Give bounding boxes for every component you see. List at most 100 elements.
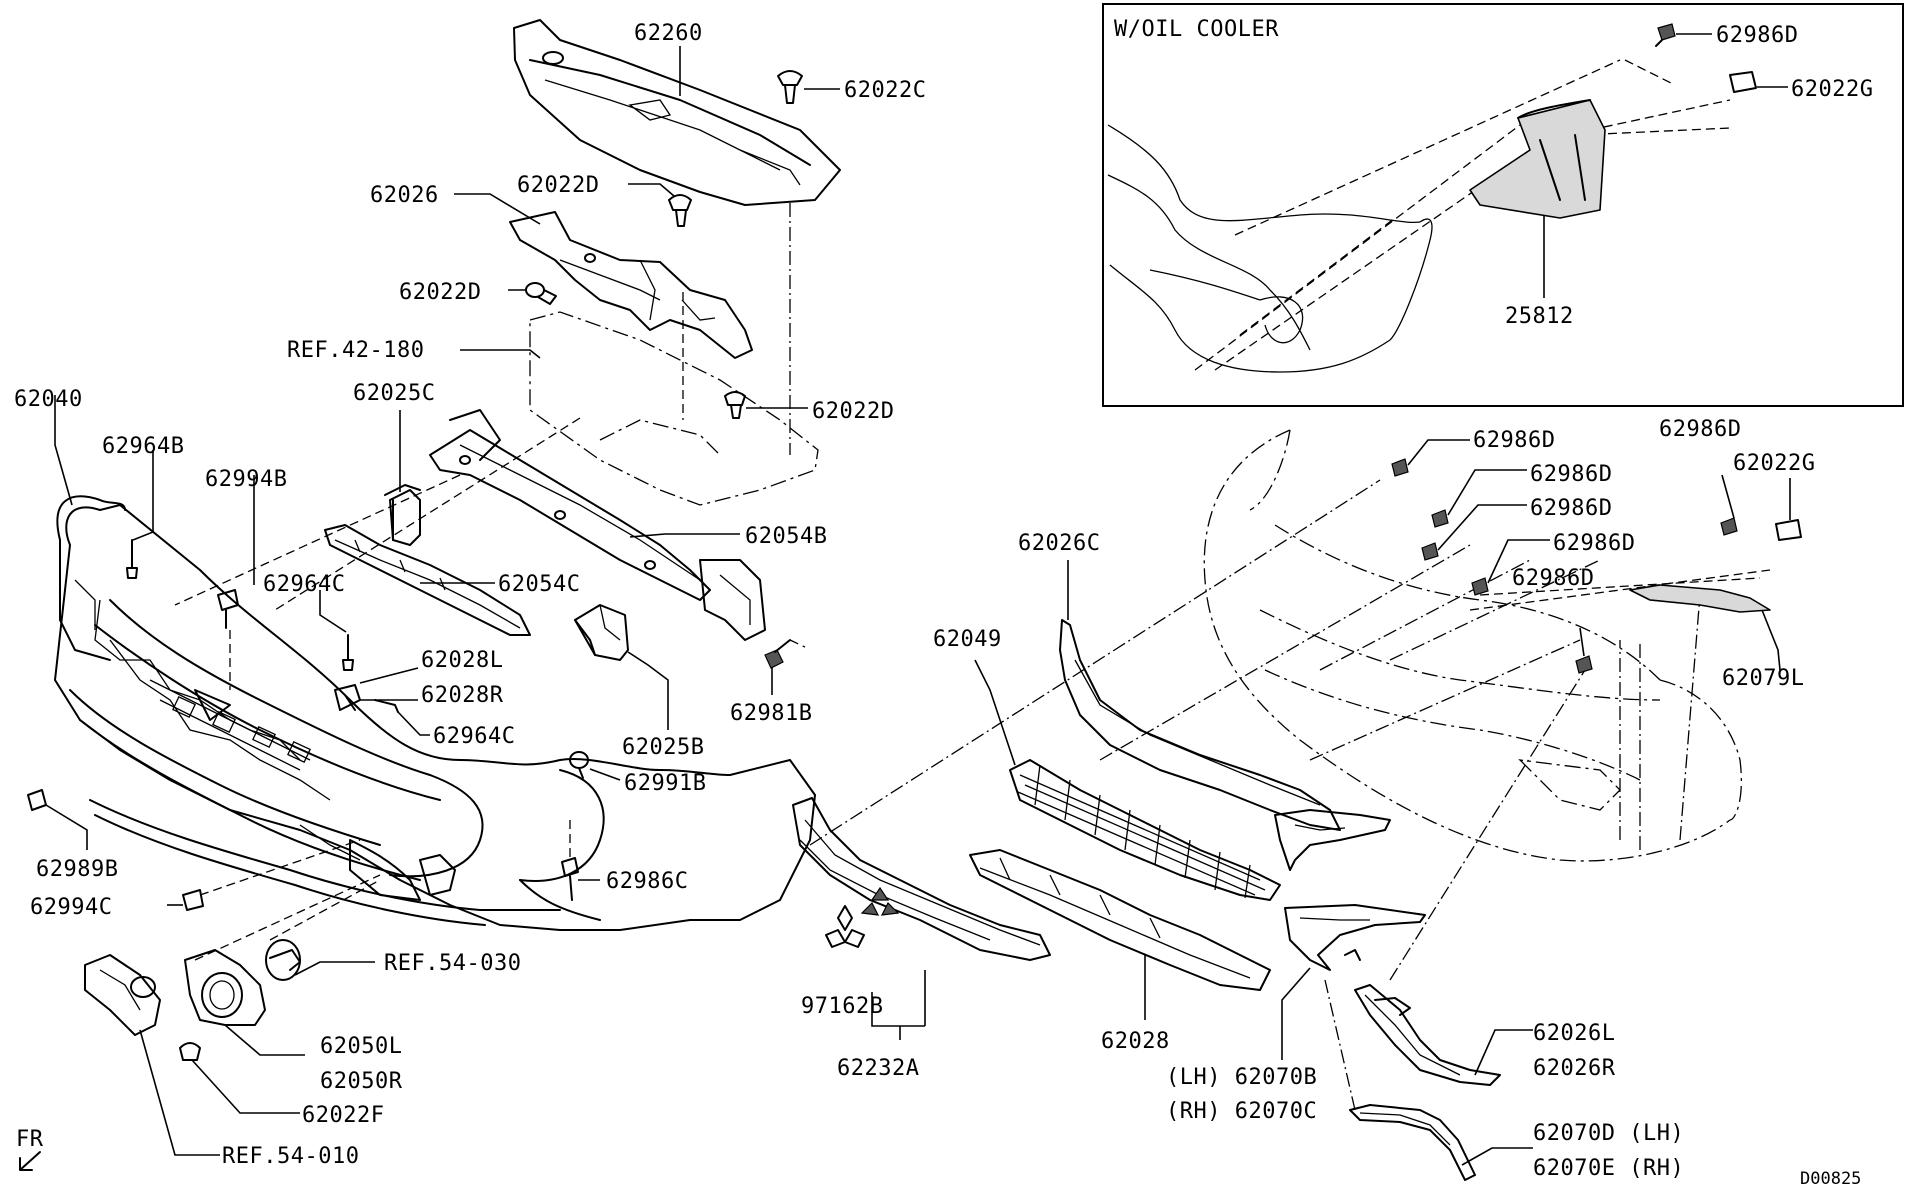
stud-62964C-b <box>374 699 399 713</box>
molding-end-bracket <box>1274 809 1391 871</box>
label-62028: 62028 <box>1101 1029 1170 1054</box>
bolt-62994C <box>182 889 204 911</box>
label-62054B: 62054B <box>745 524 827 549</box>
screw-62986C <box>561 857 579 901</box>
molding-62026C <box>1059 619 1341 831</box>
label-62232A: 62232A <box>837 1056 919 1081</box>
label-62026R: 62026R <box>1533 1056 1616 1081</box>
label-62986D-6: 62986D <box>1659 417 1741 442</box>
label-62022C: 62022C <box>844 78 926 103</box>
oil-cooler-inset: W/OIL COOLER 62986D 62022G 25812 <box>1102 3 1904 407</box>
label-62054C: 62054C <box>498 572 580 597</box>
label-62070C: (RH) 62070C <box>1166 1099 1317 1124</box>
label-fr: FR <box>16 1127 44 1152</box>
bracket-62025B <box>574 604 629 661</box>
emblem-97162B <box>825 905 865 948</box>
label-62989B: 62989B <box>36 857 118 882</box>
label-62050L: 62050L <box>320 1034 402 1059</box>
label-62022D-a: 62022D <box>517 173 599 198</box>
clip-62022D-b <box>525 282 557 305</box>
label-62991B: 62991B <box>624 771 706 796</box>
bracket-62025C <box>384 484 421 546</box>
label-62022G-inset: 62022G <box>1791 77 1873 102</box>
label-62981B: 62981B <box>730 701 812 726</box>
clip-62991B <box>569 751 589 779</box>
label-62025B: 62025B <box>622 735 704 760</box>
clip-62022C <box>777 70 803 104</box>
label-62022F: 62022F <box>302 1103 384 1128</box>
label-62050R: 62050R <box>320 1069 403 1094</box>
screw-62986D-3 <box>1421 542 1439 561</box>
bracket-62079L <box>1629 584 1771 613</box>
label-62986D-5: 62986D <box>1512 566 1594 591</box>
label-62070D: 62070D (LH) <box>1533 1121 1684 1146</box>
clip-62022D-a <box>668 194 692 227</box>
inset-title: W/OIL COOLER <box>1114 17 1279 42</box>
label-62986D-2: 62986D <box>1530 462 1612 487</box>
molding-62026LR <box>1354 984 1501 1086</box>
label-62070E: 62070E (RH) <box>1533 1156 1684 1181</box>
label-62079L: 62079L <box>1722 666 1804 691</box>
bezel-62050LR <box>184 949 266 1026</box>
front-direction-arrow <box>19 1151 41 1171</box>
ghost-bumper-right <box>1203 429 1742 862</box>
label-62994C: 62994C <box>30 895 112 920</box>
absorber-62054C <box>324 524 531 636</box>
clip-62986D-inset <box>1655 23 1676 47</box>
reinforcement-62054B <box>429 409 766 641</box>
bolt-62981B <box>764 639 791 669</box>
label-62026L: 62026L <box>1533 1021 1615 1046</box>
label-62986D-1: 62986D <box>1473 428 1555 453</box>
labels: 62260 62022C 62022D 62026 62022D REF.42-… <box>14 21 1861 1187</box>
clip-62022G-inset <box>1729 71 1757 93</box>
label-ref-54-010: REF.54-010 <box>222 1144 359 1169</box>
label-62022G: 62022G <box>1733 451 1815 476</box>
label-62986D-inset: 62986D <box>1716 23 1798 48</box>
front-bumper-62040 <box>54 495 816 931</box>
upper-grille-62232A <box>792 797 1051 961</box>
label-62986C: 62986C <box>606 869 688 894</box>
label-62986D-3: 62986D <box>1530 496 1612 521</box>
label-62964B: 62964B <box>102 434 184 459</box>
screw-62986D-1 <box>1391 458 1409 477</box>
upper-cover-62260 <box>513 19 841 206</box>
ref-54-010-lamp <box>84 954 161 1036</box>
label-62070B: (LH) 62070B <box>1166 1065 1317 1090</box>
label-62260: 62260 <box>634 21 703 46</box>
label-62994B: 62994B <box>205 467 287 492</box>
label-62049: 62049 <box>933 627 1002 652</box>
label-62026: 62026 <box>370 183 439 208</box>
label-62026C: 62026C <box>1018 531 1100 556</box>
clip-62989B <box>27 789 47 811</box>
ref-54-030-fog-lamp <box>265 939 301 981</box>
label-97162B: 97162B <box>801 994 883 1019</box>
ref-42-180-beam <box>529 292 819 506</box>
screw-62986D-5 <box>1575 655 1593 674</box>
bracket-62026 <box>509 211 753 359</box>
label-62964C-b: 62964C <box>433 724 515 749</box>
clip-62022F <box>179 1042 201 1061</box>
stud-62964B <box>126 539 138 579</box>
label-62022D-b: 62022D <box>399 280 481 305</box>
strip-62070DE <box>1349 1104 1476 1181</box>
diagram-code: D00825 <box>1800 1169 1861 1187</box>
lower-grille-62028 <box>969 849 1271 991</box>
clip-62022D-c <box>724 391 746 419</box>
label-62028L: 62028L <box>421 648 503 673</box>
grille-mesh-62049 <box>1009 759 1281 901</box>
side-piece-62070BC <box>1284 904 1426 971</box>
bolt-62994B <box>217 589 239 629</box>
clip-62022G <box>1775 519 1802 541</box>
screw-62986D-6 <box>1720 517 1738 536</box>
screw-62986D-2 <box>1431 509 1449 528</box>
label-62022D-c: 62022D <box>812 399 894 424</box>
label-25812: 25812 <box>1505 304 1574 329</box>
label-ref-54-030: REF.54-030 <box>384 951 521 976</box>
label-62028R: 62028R <box>421 683 504 708</box>
label-62964C-a: 62964C <box>263 572 345 597</box>
label-62986D-4: 62986D <box>1553 531 1635 556</box>
stud-62964C-a <box>342 634 354 671</box>
label-62025C: 62025C <box>353 381 435 406</box>
screw-62986D-4 <box>1471 577 1489 596</box>
